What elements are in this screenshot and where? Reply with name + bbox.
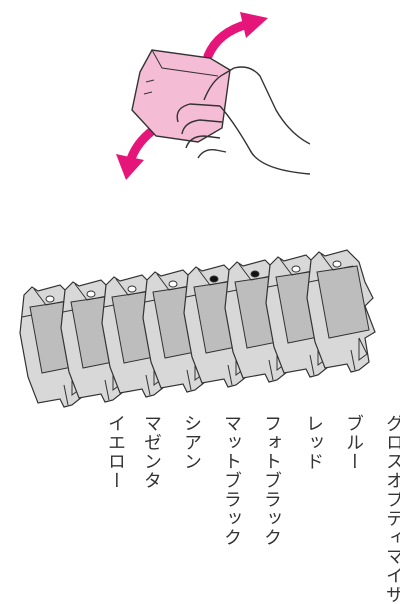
ink-cartridge-icon [265,254,335,378]
curved-arrow-down-icon [116,123,161,180]
cartridge-label: イエロー [105,414,126,490]
curved-arrow-up-icon [203,12,268,61]
cartridge-label: レッド [303,414,324,471]
ink-cartridges-illustration [19,249,376,408]
shake-cartridge-illustration [116,12,310,180]
ink-cartridge-icon [224,259,294,383]
cartridge-label: マゼンタ [141,414,162,490]
cartridge-label: ブルー [343,414,364,471]
cartridge-label: グロスオプティマイザ [383,414,400,604]
ink-cartridge-icon [183,264,253,388]
cartridge-label: マットブラック [221,414,242,547]
ink-cartridge-icon [306,249,376,373]
hand-shaking-package-icon [131,49,310,175]
ink-cartridge-icon [19,284,89,408]
ink-cartridge-icon [142,269,212,393]
cartridge-label: シアン [181,414,202,471]
cartridge-label: フォトブラック [261,414,282,547]
ink-cartridge-icon [101,274,171,398]
ink-cartridge-icon [60,279,130,403]
